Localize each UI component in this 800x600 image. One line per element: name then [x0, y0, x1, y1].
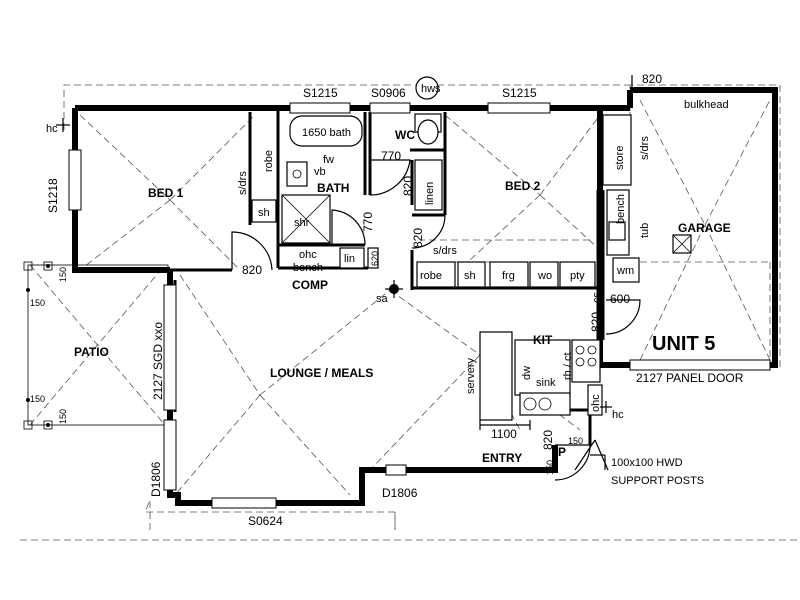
dim-150-entry-a: 150 — [545, 460, 555, 475]
frg-label: frg — [502, 270, 515, 282]
rh-ct-label: rh / ct — [562, 352, 574, 380]
patio-door-label: 2127 SGD xxo — [151, 322, 165, 400]
ohc-label-kit: ohc — [590, 394, 602, 412]
ohc-label-bath: ohc — [299, 249, 317, 261]
house-walls — [72, 87, 778, 506]
window-label-top-left: S1215 — [303, 86, 338, 100]
fixtures — [56, 76, 692, 421]
hws-label: hws — [421, 83, 441, 95]
pty-label: pty — [570, 270, 585, 282]
sdrs-label-store: s/drs — [639, 136, 651, 160]
store-label: store — [614, 146, 626, 170]
wo-label: wo — [537, 270, 552, 282]
room-label-kit: KIT — [533, 333, 553, 347]
hc-label-kit: hc — [612, 409, 624, 421]
dim-820-bed1: 820 — [242, 263, 262, 277]
shr-label: shr — [294, 217, 310, 229]
dim-770-bath: 770 — [361, 212, 375, 232]
window-openings — [68, 102, 771, 509]
room-label-bed1: BED 1 — [148, 186, 184, 200]
room-label-bath: BATH — [317, 181, 349, 195]
sdrs-label-bed2: s/drs — [433, 245, 457, 257]
dim-620: 620 — [370, 251, 380, 266]
room-label-garage: GARAGE — [678, 221, 731, 235]
lin-label: lin — [344, 253, 355, 265]
room-label-entry: ENTRY — [482, 451, 522, 465]
dim-770-wc: 770 — [381, 149, 401, 163]
door-label-left: D1806 — [149, 461, 163, 497]
door-label-right: D1806 — [382, 486, 418, 500]
room-label-comp: COMP — [292, 278, 328, 292]
room-label-patio: PATIO — [74, 345, 109, 359]
dim-820-linen: 820 — [401, 176, 415, 196]
room-label-lounge: LOUNGE / MEALS — [270, 366, 373, 380]
room-label-bed2: BED 2 — [505, 179, 541, 193]
dim-150-patio-b: 150 — [30, 298, 45, 308]
bench-label-bath: bench — [293, 262, 323, 274]
dim-1100: 1100 — [491, 427, 517, 441]
dim-820-kit: 820 — [589, 312, 603, 332]
door-swings — [231, 75, 641, 481]
dim-820-garage: 820 — [642, 72, 662, 86]
sh-label-bed2: sh — [464, 270, 476, 282]
panel-door-note: 2127 PANEL DOOR — [636, 371, 744, 385]
wm-label: wm — [616, 265, 634, 277]
dim-600: 600 — [610, 292, 630, 306]
unit-title: UNIT 5 — [652, 333, 715, 355]
p-label: P — [558, 445, 566, 459]
dim-820-bed2: 820 — [411, 228, 425, 248]
robe-label-bed1: robe — [263, 150, 275, 172]
window-label-bottom: S0624 — [248, 514, 283, 528]
dim-150-patio-c: 150 — [30, 394, 45, 404]
robe-label-bed2: robe — [420, 270, 442, 282]
sdrs-label-bed1: s/drs — [237, 171, 249, 195]
vb-label: vb — [314, 166, 326, 178]
posts-note-line1: 100x100 HWD — [611, 457, 683, 469]
tub-label: tub — [639, 223, 651, 238]
servery-label: servery — [465, 357, 477, 394]
linen-label: linen — [424, 182, 436, 205]
hc-label-top: hc — [46, 123, 58, 135]
window-label-left: S1218 — [46, 178, 60, 213]
dim-820-entry: 820 — [541, 430, 555, 450]
dim-150-patio-d: 150 — [58, 409, 68, 424]
sh-label-bed1: sh — [258, 207, 270, 219]
sink-label: sink — [536, 377, 556, 389]
dw-label: dw — [521, 366, 533, 380]
dim-150-entry-b: 150 — [568, 436, 583, 446]
posts-note-line2: SUPPORT POSTS — [611, 475, 704, 487]
room-label-wc: WC — [395, 128, 415, 142]
bench-label-garage: bench — [615, 194, 627, 224]
bath-tub-label: 1650 bath — [302, 127, 351, 139]
dim-150-patio-a: 150 — [58, 267, 68, 282]
fw-label: fw — [323, 154, 334, 166]
cs-label: cs — [591, 292, 603, 304]
window-label-top-right: S1215 — [502, 86, 537, 100]
bulkhead-label: bulkhead — [684, 99, 729, 111]
dimension-lines — [479, 420, 609, 471]
sa-label: sa — [376, 293, 389, 305]
window-label-top-mid: S0906 — [371, 86, 406, 100]
